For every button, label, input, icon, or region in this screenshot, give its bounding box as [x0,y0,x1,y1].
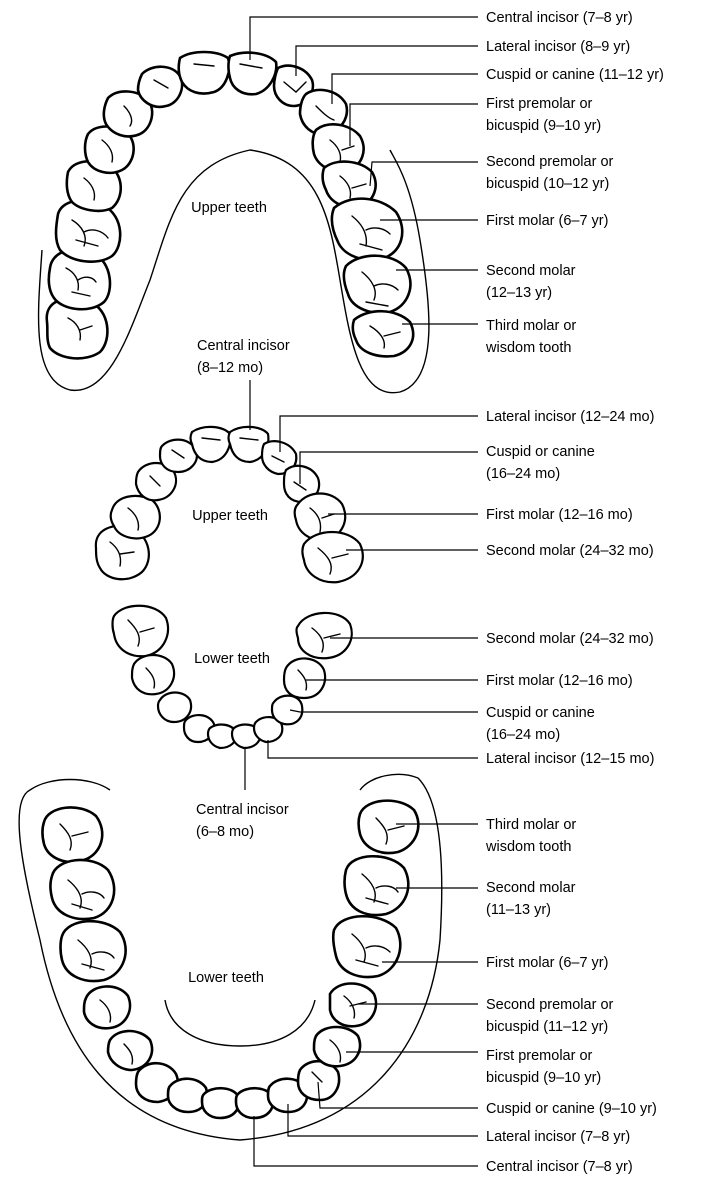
tooth-lower-l-lateral-incisor [168,1079,207,1112]
label-ppu-canine: Cuspid or canine(16–24 mo) [486,444,595,482]
leader-ppl-canine [290,710,478,712]
tooth-primary-lower-l-canine [158,693,191,723]
label-ppl-canine: Cuspid or canine(16–24 mo) [486,705,595,743]
label-ppu-second-molar: Second molar (24–32 mo) [486,543,654,559]
label-ppu-first-molar: First molar (12–16 mo) [486,507,633,523]
tooth-lower-l-central-incisor [202,1088,239,1118]
label-pu-lateral: Lateral incisor (8–9 yr) [486,39,630,55]
label-ppl-second-molar: Second molar (24–32 mo) [486,631,654,647]
label-pu-central: Central incisor (7–8 yr) [486,10,633,26]
label-pl-lateral: Lateral incisor (7–8 yr) [486,1129,630,1145]
tooth-primary-lower-r-canine [272,696,302,725]
leader-ppl-lateral [268,740,478,758]
label-ppu-lateral: Lateral incisor (12–24 mo) [486,409,654,425]
tooth-primary-lower-r-second-molar [297,613,352,658]
leader-pu-first-premolar [350,104,478,146]
label-pl-first-molar: First molar (6–7 yr) [486,955,608,971]
tooth-lower-l-first-molar [61,921,126,981]
leader-pl-canine [318,1082,478,1108]
primary-upper-arch: Upper teeth [96,427,363,582]
leader-pl-lateral [288,1104,478,1136]
tooth-primary-upper-l-first-molar [111,496,160,538]
tooth-lower-l-third-molar [43,807,103,862]
label-ppl-lateral: Lateral incisor (12–15 mo) [486,751,654,767]
tooth-upper-r-central-incisor [229,53,277,95]
tooth-lower-r-third-molar [359,801,419,853]
arch-label-permanent-lower: Lower teeth [188,970,264,986]
tooth-primary-lower-l-second-molar [113,606,168,657]
labels: Central incisor (7–8 yr) Lateral incisor… [196,10,664,1175]
tooth-upper-r-third-molar [353,311,413,356]
arch-label-primary-lower: Lower teeth [194,651,270,667]
leader-ppu-lateral [280,416,478,452]
label-ppl-central: Central incisor(6–8 mo) [196,802,289,840]
leader-pu-canine [332,74,478,104]
tooth-primary-lower-l-first-molar [132,655,174,694]
lower-tongue-outline [165,1000,315,1046]
leader-pu-central [250,17,478,60]
label-pl-canine: Cuspid or canine (9–10 yr) [486,1101,657,1117]
tooth-lower-r-second-molar [345,856,409,915]
primary-lower-arch: Lower teeth [113,606,352,748]
tooth-primary-upper-l-central-incisor [191,427,231,462]
tooth-lower-r-first-molar [333,916,400,977]
label-ppu-central: Central incisor(8–12 mo) [197,338,290,376]
leader-ppu-canine [300,452,478,484]
label-pu-canine: Cuspid or canine (11–12 yr) [486,67,664,83]
label-pl-central: Central incisor (7–8 yr) [486,1159,633,1175]
label-pu-second-molar: Second molar(12–13 yr) [486,263,576,301]
tooth-upper-l-lateral-incisor [138,67,182,107]
leader-pu-lateral [296,46,478,76]
tooth-upper-l-central-incisor [179,52,230,94]
arch-label-permanent-upper: Upper teeth [191,200,267,216]
leader-pu-second-premolar [370,162,478,186]
label-pu-first-molar: First molar (6–7 yr) [486,213,608,229]
label-ppl-first-molar: First molar (12–16 mo) [486,673,633,689]
label-pl-second-molar: Second molar(11–13 yr) [486,880,576,918]
arch-label-primary-upper: Upper teeth [192,508,268,524]
tooth-lower-l-second-molar [51,860,115,919]
